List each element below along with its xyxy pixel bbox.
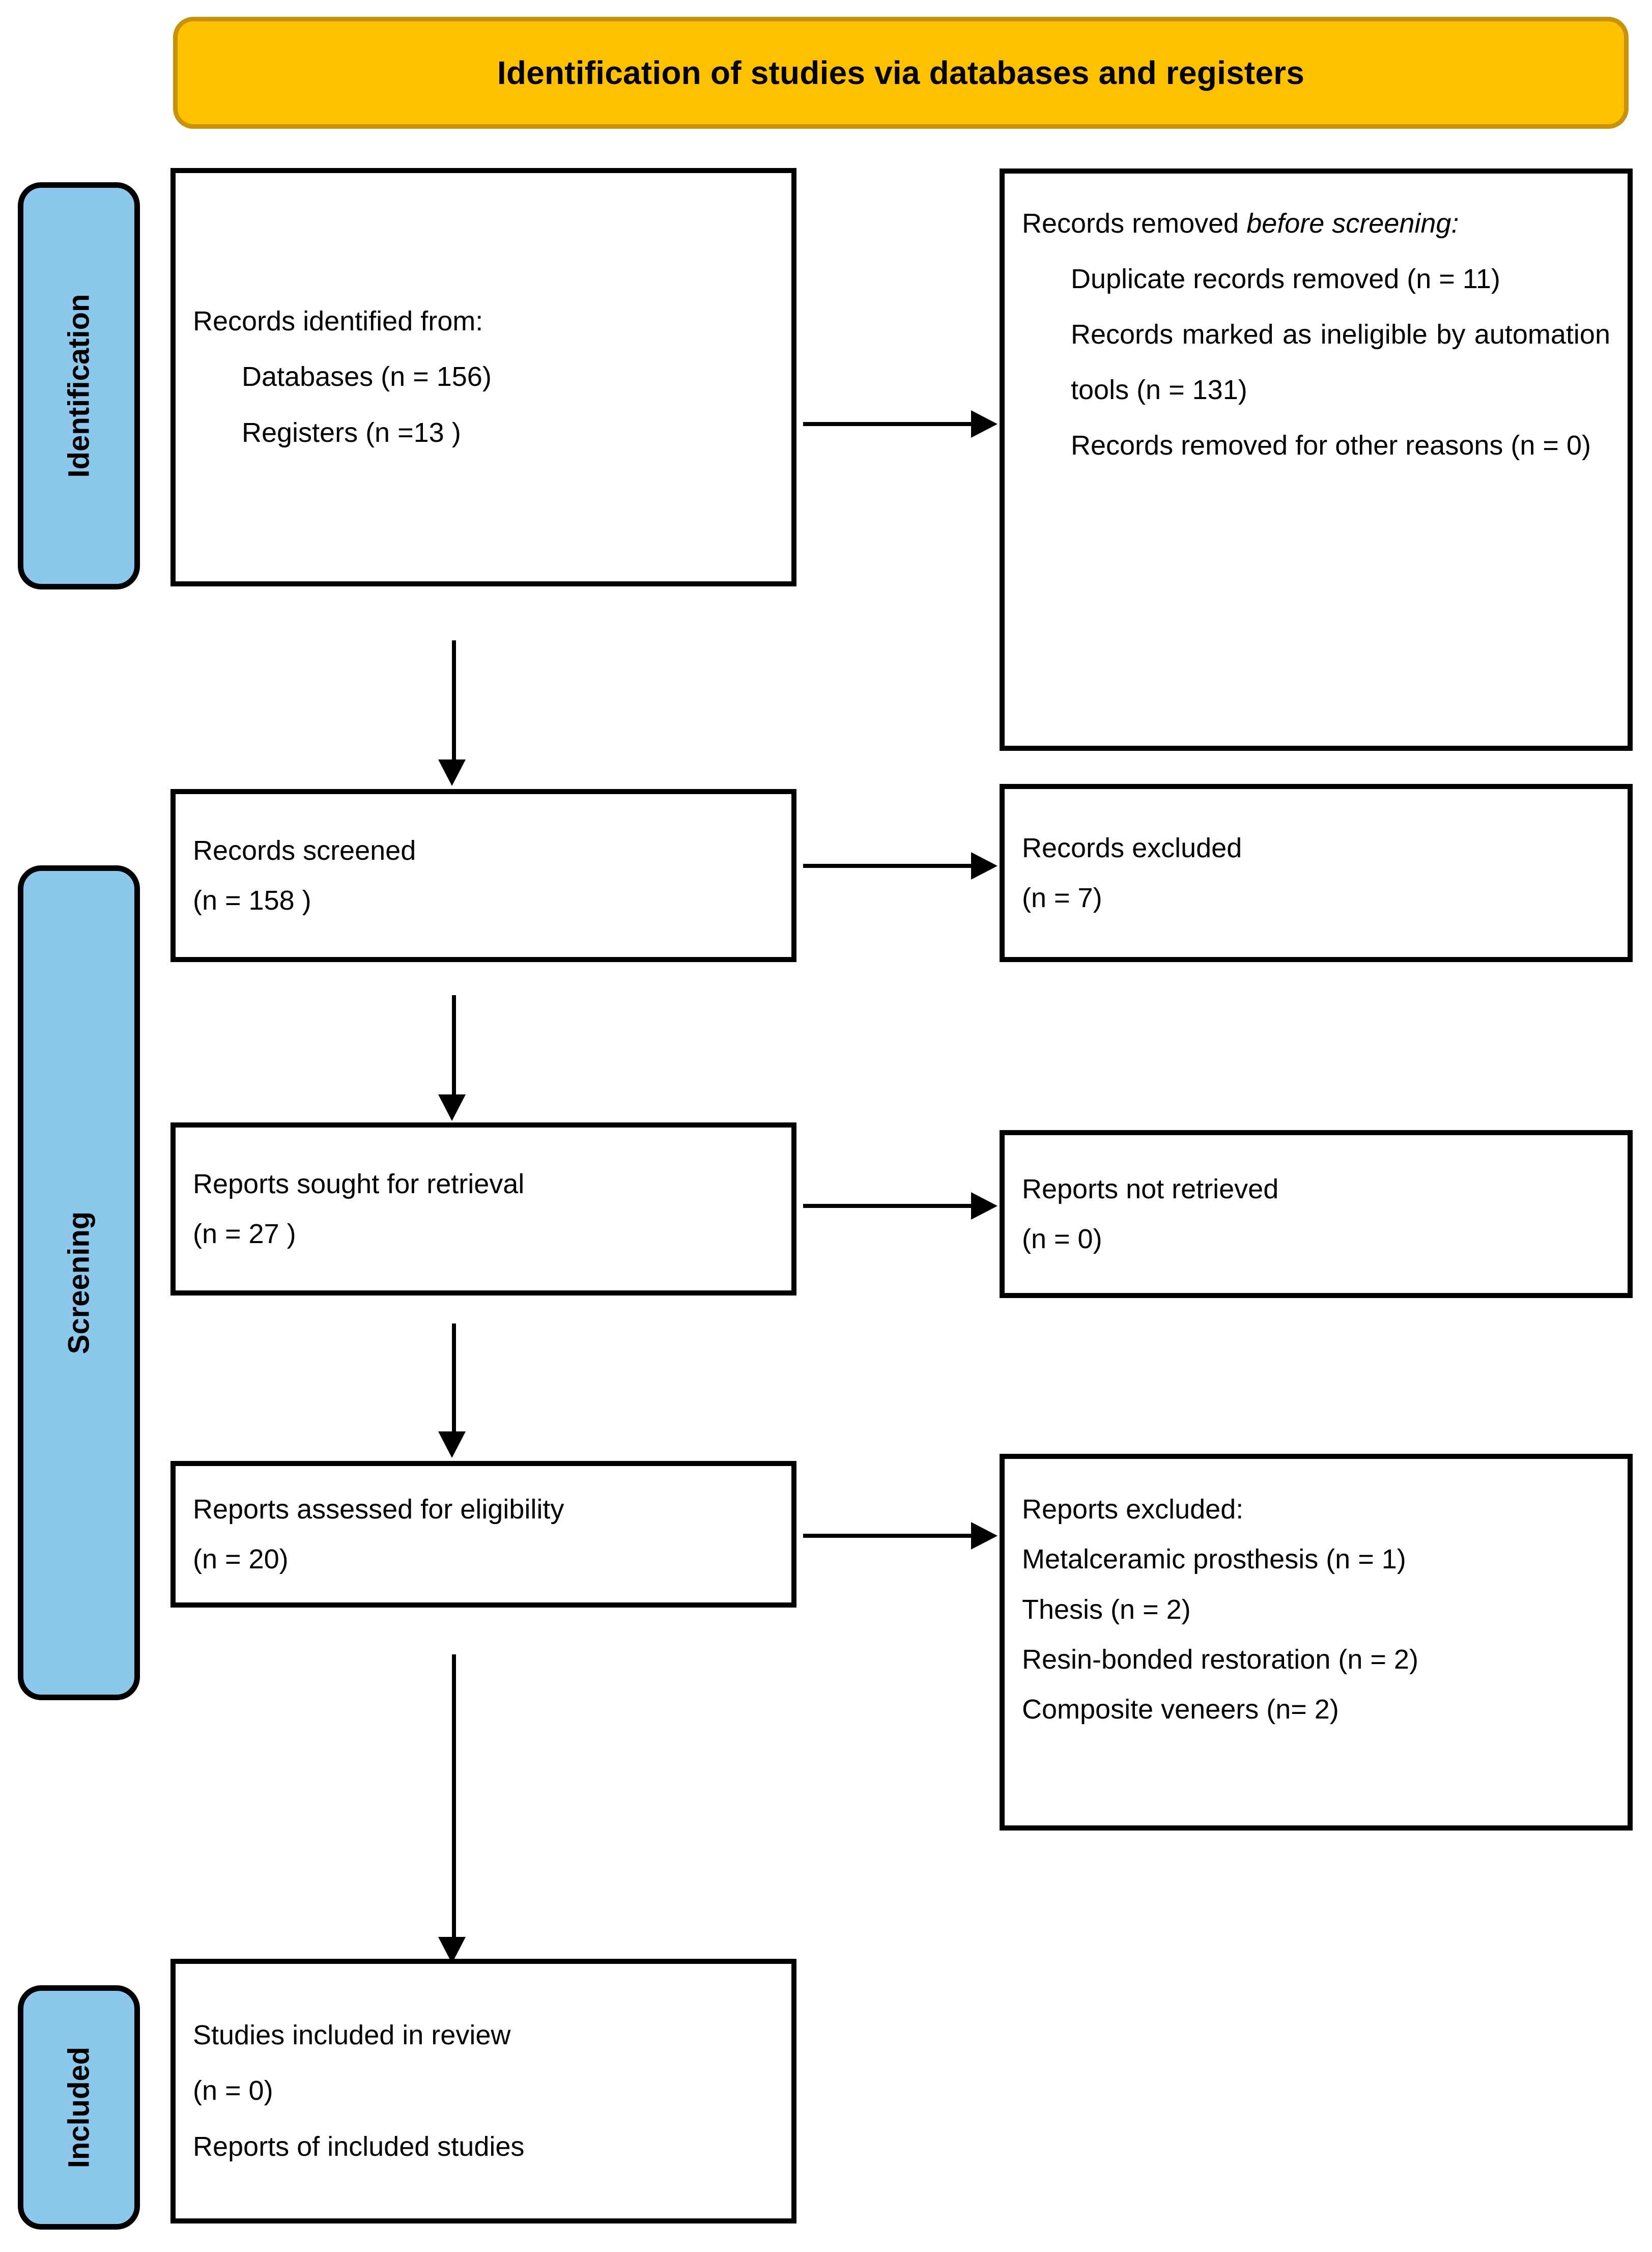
records-excluded-line-0: Records excluded [1022, 832, 1242, 863]
page-title: Identification of studies via databases … [497, 54, 1305, 91]
records-screened-line-0: Records screened [193, 835, 416, 866]
arrowhead-sought-to-not-retrieved [971, 1192, 998, 1220]
reports-assessed-line-1: (n = 20) [193, 1544, 289, 1574]
records-removed-line-2: Records removed for other reasons (n = 0… [1071, 430, 1591, 461]
connector-screened-to-excluded [803, 864, 972, 868]
stage-pill-included-label: Included [62, 2046, 96, 2169]
stage-pill-screening-label: Screening [62, 1211, 96, 1355]
box-studies-included: Studies included in review (n = 0) Repor… [170, 1959, 796, 2223]
reports-excluded-line-2: Resin-bonded restoration (n = 2) [1022, 1644, 1418, 1675]
records-screened-line-1: (n = 158 ) [193, 885, 311, 916]
arrowhead-identified-to-screened [438, 759, 466, 786]
records-identified-line-1: Databases (n = 156) [242, 361, 492, 392]
connector-identified-to-screened [452, 640, 456, 763]
records-identified-line-2: Registers (n =13 ) [242, 417, 461, 448]
box-reports-excluded: Reports excluded: Metalceramic prosthesi… [1000, 1454, 1633, 1831]
connector-sought-to-not-retrieved [803, 1204, 972, 1208]
arrowhead-sought-to-assessed [438, 1431, 466, 1458]
studies-included-line-0: Studies included in review [193, 2020, 511, 2051]
reports-excluded-line-3: Composite veneers (n= 2) [1022, 1694, 1339, 1725]
reports-excluded-line-0: Metalceramic prosthesis (n = 1) [1022, 1544, 1406, 1575]
box-reports-not-retrieved: Reports not retrieved (n = 0) [1000, 1130, 1633, 1298]
stage-pill-screening: Screening [18, 865, 140, 1700]
arrowhead-identified-to-removed [971, 410, 998, 438]
stage-pill-identification: Identification [18, 182, 140, 589]
box-records-excluded: Records excluded (n = 7) [1000, 784, 1633, 962]
records-removed-line-0: Duplicate records removed (n = 11) [1071, 264, 1500, 295]
reports-excluded-line-1: Thesis (n = 2) [1022, 1594, 1191, 1625]
arrowhead-screened-to-sought [438, 1094, 466, 1121]
box-records-identified: Records identified from: Databases (n = … [170, 168, 796, 586]
records-removed-heading-italic: before screening [1246, 208, 1451, 239]
studies-included-line-1: (n = 0) [193, 2075, 273, 2106]
box-records-screened: Records screened (n = 158 ) [170, 789, 796, 962]
reports-excluded-heading: Reports excluded: [1022, 1494, 1244, 1525]
box-reports-sought: Reports sought for retrieval (n = 27 ) [170, 1122, 796, 1296]
box-reports-assessed: Reports assessed for eligibility (n = 20… [170, 1461, 796, 1608]
studies-included-line-2: Reports of included studies [193, 2131, 525, 2162]
records-removed-heading-colon: : [1451, 208, 1459, 239]
records-removed-heading-plain: Records removed [1022, 208, 1247, 239]
reports-sought-line-0: Reports sought for retrieval [193, 1168, 525, 1199]
diagram-header-banner: Identification of studies via databases … [173, 17, 1629, 129]
connector-screened-to-sought [452, 995, 456, 1097]
records-removed-heading: Records removed before screening: [1022, 196, 1610, 251]
reports-assessed-line-0: Reports assessed for eligibility [193, 1494, 564, 1525]
connector-assessed-to-excluded [803, 1534, 972, 1538]
connector-assessed-to-included [452, 1654, 456, 1939]
connector-identified-to-removed [803, 422, 972, 426]
box-records-removed-before-screening: Records removed before screening: Duplic… [1000, 168, 1633, 751]
reports-sought-line-1: (n = 27 ) [193, 1219, 296, 1249]
records-identified-line-0: Records identified from: [193, 306, 483, 337]
arrowhead-screened-to-excluded [971, 852, 998, 880]
connector-sought-to-assessed [452, 1324, 456, 1434]
records-removed-line-1: Records marked as ineligible by automati… [1071, 319, 1610, 406]
stage-pill-identification-label: Identification [62, 294, 96, 478]
reports-not-retrieved-line-1: (n = 0) [1022, 1224, 1102, 1254]
reports-not-retrieved-line-0: Reports not retrieved [1022, 1173, 1279, 1204]
arrowhead-assessed-to-excluded [971, 1522, 998, 1550]
records-excluded-line-1: (n = 7) [1022, 883, 1102, 913]
stage-pill-included: Included [18, 1985, 140, 2230]
